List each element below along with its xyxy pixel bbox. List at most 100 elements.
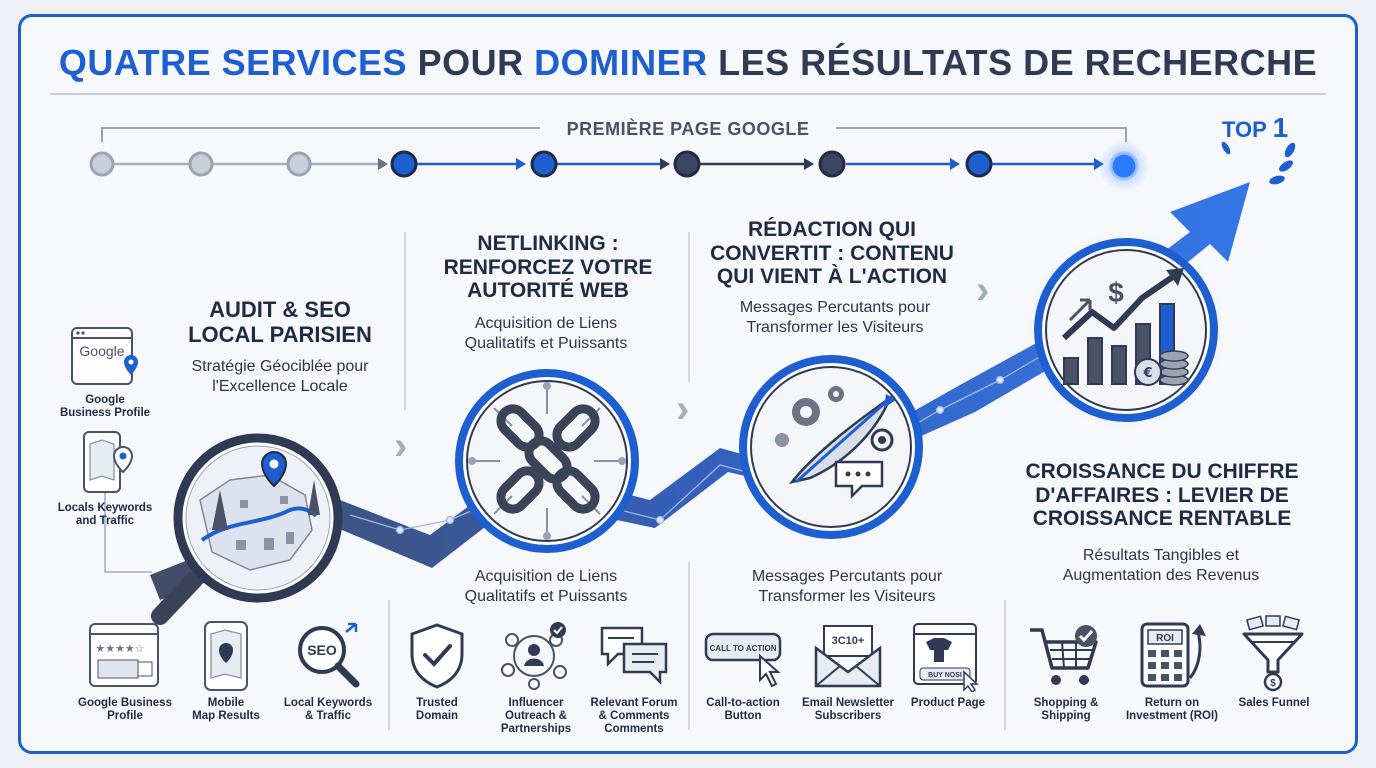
chevron-right-icon: › bbox=[676, 387, 690, 431]
heading-line: NETLINKING : bbox=[477, 232, 619, 255]
label-line: Shipping bbox=[1041, 710, 1091, 723]
seo-text: SEO bbox=[307, 642, 337, 658]
label-line: Call-to-action bbox=[706, 697, 780, 709]
email-newsletter-icon: 3C10+ bbox=[814, 625, 882, 688]
seo-search-icon: SEO bbox=[298, 622, 360, 688]
label-line: Locals Keywords bbox=[57, 502, 153, 514]
shopping-cart-icon bbox=[1030, 625, 1098, 685]
svg-text:$: $ bbox=[1108, 277, 1124, 308]
section-1-bottom-label-3: Local Keywords & Traffic bbox=[274, 697, 382, 723]
label-line: Sales Funnel bbox=[1238, 697, 1310, 709]
section-1-bottom-label-2: Mobile Map Results bbox=[176, 697, 276, 723]
timeline-label: PREMIÈRE PAGE GOOGLE bbox=[540, 119, 836, 140]
section-4-bottom-label-2: Return on Investment (ROI) bbox=[1112, 697, 1232, 723]
google-business-review-icon: ★★★★☆ bbox=[89, 623, 159, 687]
roi-calculator-icon: ROI bbox=[1140, 622, 1206, 688]
label-line: Email Newsletter bbox=[801, 697, 895, 709]
section-4-heading: CROISSANCE DU CHIFFRE D'AFFAIRES : LEVIE… bbox=[1014, 460, 1310, 531]
sub-line: Augmentation des Revenus bbox=[1062, 567, 1260, 584]
label-line: Comments bbox=[604, 723, 664, 736]
sub-line: Transformer les Visiteurs bbox=[746, 319, 924, 336]
page-title: QUATRE SERVICES POUR DOMINER LES RÉSULTA… bbox=[0, 42, 1376, 84]
chevron-right-icon: › bbox=[394, 424, 408, 468]
heading-line: AUTORITÉ WEB bbox=[467, 279, 629, 303]
title-part-1: QUATRE SERVICES bbox=[58, 42, 408, 83]
sub-line: l'Excellence Locale bbox=[212, 378, 348, 395]
label-line: Map Results bbox=[192, 710, 260, 723]
top-number: 1 bbox=[1272, 112, 1289, 143]
svg-text:€: € bbox=[1142, 366, 1152, 381]
roi-badge-text: ROI bbox=[1156, 633, 1174, 644]
side-icon-1-label: Google Business Profile bbox=[50, 394, 160, 420]
cta-button-text: CALL TO ACTION bbox=[710, 644, 777, 653]
section-3-bottom-label-1: Call-to-action Button bbox=[690, 697, 796, 723]
label-line: Trusted bbox=[416, 697, 458, 709]
timeline-dots bbox=[89, 140, 1150, 192]
section-1-heading: AUDIT & SEO LOCAL PARISIEN bbox=[168, 297, 392, 347]
section-3-bottom-label-2: Email Newsletter Subscribers bbox=[794, 697, 902, 723]
sub-line: Messages Percutants pour bbox=[739, 299, 931, 316]
top-label: TOP bbox=[1222, 117, 1267, 142]
sub-line: Messages Percutants pour bbox=[751, 568, 943, 585]
heading-line: AUDIT & SEO bbox=[209, 297, 351, 322]
label-line: Button bbox=[724, 710, 762, 723]
chain-link-icon bbox=[455, 369, 639, 553]
paris-map-magnifier-icon bbox=[151, 433, 343, 625]
section-1-bottom-label-1: Google Business Profile bbox=[66, 697, 184, 723]
sales-funnel-icon: $ bbox=[1242, 615, 1304, 692]
heading-line: CROISSANCE RENTABLE bbox=[1032, 507, 1292, 531]
section-2-heading: NETLINKING : RENFORCEZ VOTRE AUTORITÉ WE… bbox=[428, 232, 668, 303]
label-line: Google bbox=[85, 394, 125, 406]
label-line: Partnerships bbox=[500, 723, 572, 736]
svg-text:$: $ bbox=[1270, 678, 1276, 689]
heading-line: CONVERTIT : CONTENU bbox=[710, 241, 954, 265]
label-line: Google Business bbox=[78, 697, 172, 709]
heading-line: LOCAL PARISIEN bbox=[188, 321, 372, 347]
label-line: Return on bbox=[1144, 697, 1200, 709]
label-line: & Comments bbox=[598, 710, 670, 723]
chevron-right-icon: › bbox=[976, 268, 990, 312]
heading-line: RÉDACTION QUI bbox=[748, 218, 916, 241]
section-3-subtitle-2: Messages Percutants pour Transformer les… bbox=[722, 567, 972, 607]
newsletter-badge-text: 3C10+ bbox=[832, 635, 865, 647]
section-4-bottom-label-3: Sales Funnel bbox=[1224, 697, 1324, 710]
forum-chat-icon bbox=[600, 626, 668, 686]
label-line: Relevant Forum bbox=[590, 697, 678, 709]
label-line: Product Page bbox=[910, 697, 986, 709]
influencer-network-icon bbox=[501, 622, 567, 690]
google-business-icon: Google bbox=[71, 327, 138, 385]
svg-text:★★★★☆: ★★★★☆ bbox=[95, 642, 144, 655]
divider-2 bbox=[688, 232, 690, 382]
divider-4 bbox=[688, 562, 690, 730]
section-4-bottom-label-1: Shopping & Shipping bbox=[1016, 697, 1116, 723]
mobile-map-icon bbox=[204, 621, 248, 691]
buy-button-text: BUY NOSI bbox=[928, 672, 962, 679]
top-rank-label: TOP 1 bbox=[1222, 112, 1288, 144]
sub-line: Acquisition de Liens bbox=[474, 568, 618, 585]
sub-line: Stratégie Géociblée pour bbox=[191, 358, 369, 375]
title-rule bbox=[50, 93, 1326, 95]
divider-5 bbox=[1004, 600, 1006, 730]
label-line: and Traffic bbox=[75, 515, 135, 528]
section-2-bottom-label-2: Influencer Outreach & Partnerships bbox=[488, 697, 584, 737]
title-part-4: LES RÉSULTATS DE RECHERCHE bbox=[718, 42, 1318, 83]
section-2-bottom-label-1: Trusted Domain bbox=[394, 697, 480, 723]
label-line: Domain bbox=[415, 710, 459, 723]
left-bracket bbox=[104, 460, 152, 573]
label-line: Investment (ROI) bbox=[1125, 710, 1218, 723]
section-1-subtitle: Stratégie Géociblée pour l'Excellence Lo… bbox=[160, 357, 400, 397]
google-text: Google bbox=[79, 343, 124, 359]
label-line: Shopping & bbox=[1033, 697, 1099, 709]
side-icon-2-label: Locals Keywords and Traffic bbox=[50, 502, 160, 528]
title-part-3: DOMINER bbox=[534, 42, 708, 83]
sub-line: Qualitatifs et Puissants bbox=[464, 588, 628, 605]
revenue-growth-icon: $ € bbox=[1026, 230, 1226, 430]
label-line: Mobile bbox=[207, 697, 245, 709]
product-page-icon: BUY NOSI bbox=[913, 623, 979, 692]
section-3-subtitle: Messages Percutants pour Transformer les… bbox=[710, 298, 960, 338]
section-2-bottom-label-3: Relevant Forum & Comments Comments bbox=[582, 697, 686, 737]
label-line: & Traffic bbox=[304, 710, 351, 723]
section-3-bottom-label-3: Product Page bbox=[898, 697, 998, 710]
label-line: Local Keywords bbox=[283, 697, 373, 709]
timeline-bracket bbox=[101, 127, 1127, 142]
